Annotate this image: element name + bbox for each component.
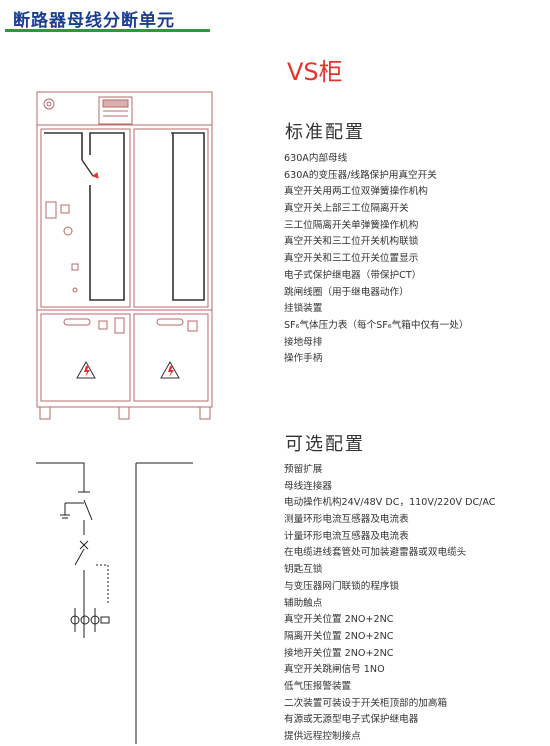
list-item: 二次装置可装设于开关柜顶部的加高箱 <box>284 697 448 709</box>
warning-icon-left <box>76 360 96 379</box>
list-item: 钥匙互锁 <box>284 564 323 576</box>
list-item: 630A内部母线 <box>284 153 348 164</box>
list-item: 接地母排 <box>284 336 323 348</box>
list-item: 低气压报警装置 <box>284 680 352 692</box>
header-divider <box>5 29 210 32</box>
list-item: 母线连接器 <box>284 480 332 492</box>
list-item: 挂锁装置 <box>284 303 323 315</box>
lower-left-compartment <box>40 313 131 402</box>
list-item: 真空开关跳闸信号 1NO <box>284 664 385 676</box>
upper-right-compartment <box>133 128 209 308</box>
lower-right-compartment <box>133 313 209 402</box>
warning-icon-right <box>160 360 180 379</box>
list-item: 操作手柄 <box>284 353 323 365</box>
list-item: 电子式保护继电器（带保护CT） <box>284 269 422 281</box>
door-handle-left <box>63 318 91 326</box>
list-item: 预留扩展 <box>284 464 323 475</box>
list-item: 真空开关和三工位开关位置显示 <box>284 253 419 265</box>
list-item: 真空开关上部三工位隔离开关 <box>284 203 409 215</box>
optional-config-list: 预留扩展 母线连接器 电动操作机构24V/48V DC，110V/220V DC… <box>284 462 496 746</box>
standard-config-title: 标准配置 <box>285 122 365 143</box>
list-item: 在电缆进线套管处可加装避雷器或双电缆头 <box>284 547 467 559</box>
list-item: 三工位隔离开关单弹簧操作机构 <box>284 219 419 231</box>
list-item: 真空开关位置 2NO+2NC <box>284 614 394 626</box>
control-panel <box>98 96 133 125</box>
model-label: VS柜 <box>287 58 343 86</box>
list-item: 计量环形电流互感器及电流表 <box>284 530 409 542</box>
list-item: 电动操作机构24V/48V DC，110V/220V DC/AC <box>284 497 496 509</box>
pressure-gauge-icon <box>43 98 55 110</box>
optional-config-title: 可选配置 <box>285 434 365 455</box>
list-item: 接地开关位置 2NO+2NC <box>284 647 394 659</box>
header-title: 断路器母线分断单元 <box>13 11 175 31</box>
list-item: SF₆气体压力表（每个SF₆气箱中仅有一处） <box>284 319 469 331</box>
standard-config-list: 630A内部母线 630A的变压器/线路保护用真空开关 真空开关用两工位双弹簧操… <box>284 151 468 368</box>
list-item: 真空开关和三工位开关机构联锁 <box>284 236 419 248</box>
list-item: 辅助触点 <box>284 597 323 609</box>
list-item: 测量环形电流互感器及电流表 <box>284 514 409 526</box>
list-item: 与变压器网门联锁的程序锁 <box>284 580 400 592</box>
upper-left-compartment <box>40 128 131 308</box>
list-item: 隔离开关位置 2NO+2NC <box>284 630 394 642</box>
list-item: 630A的变压器/线路保护用真空开关 <box>284 169 437 181</box>
list-item: 跳闸线圈（用于继电器动作） <box>284 286 409 298</box>
list-item: 有源或无源型电子式保护继电器 <box>284 714 419 726</box>
list-item: 真空开关用两工位双弹簧操作机构 <box>284 186 428 198</box>
door-handle-right <box>156 318 184 326</box>
list-item: 提供远程控制接点 <box>284 731 361 742</box>
